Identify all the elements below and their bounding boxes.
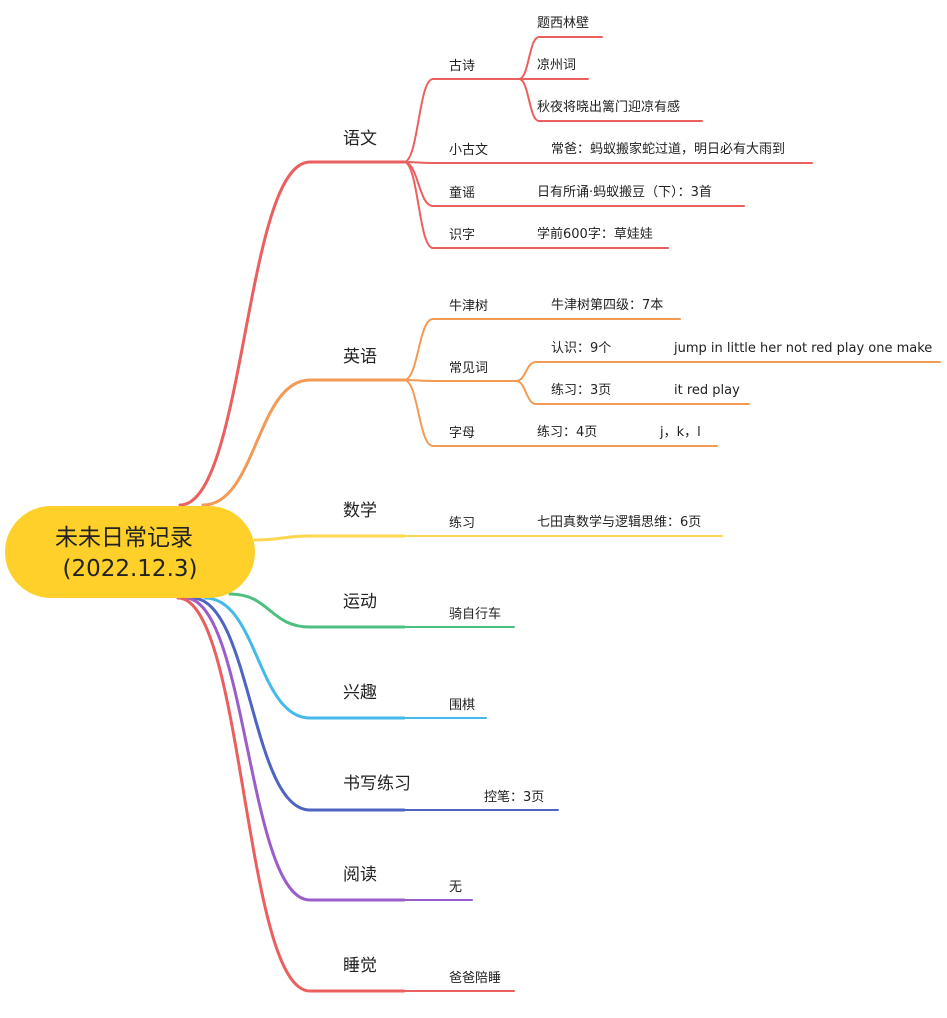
sight-words-known-list[interactable]: jump in little her not red play one make bbox=[673, 341, 932, 356]
branch-1-child-1-label[interactable]: 常见词 bbox=[449, 361, 488, 376]
branch-7-label[interactable]: 睡觉 bbox=[343, 956, 377, 976]
branch-5-child-0-label[interactable]: 控笔：3页 bbox=[484, 789, 544, 805]
branch-1-child-0-label[interactable]: 牛津树 bbox=[449, 299, 488, 314]
branch-4-child-0-label[interactable]: 围棋 bbox=[449, 698, 475, 713]
central-topic-title: 未未日常记录 bbox=[55, 525, 193, 551]
central-topic[interactable]: 未未日常记录 (2022.12.3) bbox=[5, 506, 255, 598]
branch-0-child-3-line bbox=[403, 161, 536, 249]
poem-qiuye[interactable]: 秋夜将晓出篱门迎凉有感 bbox=[537, 99, 680, 115]
sight-words-practice-list[interactable]: it red play bbox=[674, 383, 740, 398]
branch-0-child-1-label[interactable]: 小古文 bbox=[449, 143, 488, 158]
branch-0-child-0-line bbox=[403, 78, 520, 163]
branch-0-child-3-label[interactable]: 识字 bbox=[449, 228, 475, 243]
branch-7-child-0-label[interactable]: 爸爸陪睡 bbox=[449, 971, 501, 986]
poem-tixilinbi[interactable]: 题西林壁 bbox=[537, 16, 589, 31]
branch-1-label[interactable]: 英语 bbox=[343, 347, 377, 367]
branch-1-line bbox=[201, 378, 406, 507]
branch-6-child-0-label[interactable]: 无 bbox=[449, 880, 462, 895]
nursery-rhyme-content[interactable]: 日有所诵·蚂蚁搬豆（下）：3首 bbox=[537, 185, 712, 200]
branch-0-child-1-line bbox=[403, 161, 536, 164]
branch-1-child-2-label[interactable]: 字母 bbox=[449, 426, 475, 441]
oxford-tree-content[interactable]: 牛津树第四级：7本 bbox=[551, 298, 663, 313]
branch-1-child-1-line bbox=[403, 379, 517, 382]
branch-1-child-0-line bbox=[403, 318, 536, 381]
central-topic-date: (2022.12.3) bbox=[62, 556, 197, 582]
branch-3-child-0-label[interactable]: 骑自行车 bbox=[449, 606, 501, 622]
branch-1-child-2-line bbox=[403, 379, 536, 447]
sight-words-known-line bbox=[515, 361, 667, 382]
branch-7-line bbox=[176, 596, 406, 993]
letters-practice-list[interactable]: j，k，l bbox=[659, 425, 701, 440]
poem-tixilinbi-line bbox=[518, 36, 603, 80]
sight-words-known[interactable]: 认识：9个 bbox=[551, 341, 611, 356]
branch-5-line bbox=[190, 596, 406, 812]
branch-0-child-2-label[interactable]: 童谣 bbox=[449, 185, 475, 201]
poem-qiuye-line bbox=[518, 78, 703, 122]
connector-lines bbox=[176, 36, 941, 993]
math-content[interactable]: 七田真数学与逻辑思维：6页 bbox=[537, 514, 701, 530]
branch-2-label[interactable]: 数学 bbox=[343, 501, 377, 521]
branch-2-line bbox=[253, 534, 406, 542]
branch-6-label[interactable]: 阅读 bbox=[343, 865, 377, 885]
branch-4-label[interactable]: 兴趣 bbox=[343, 683, 377, 703]
branch-2-child-0-label[interactable]: 练习 bbox=[449, 516, 475, 531]
branch-3-line bbox=[228, 592, 406, 629]
branch-6-line bbox=[183, 596, 406, 902]
branch-0-line bbox=[178, 160, 406, 507]
sight-words-practice-line bbox=[515, 380, 667, 405]
letters-practice[interactable]: 练习：4页 bbox=[537, 425, 597, 440]
branch-4-line bbox=[203, 596, 406, 720]
classical-text-content[interactable]: 常爸：蚂蚁搬家蛇过道，明日必有大雨到 bbox=[551, 141, 785, 157]
central-topic-box[interactable] bbox=[5, 506, 255, 598]
branch-0-child-0-label[interactable]: 古诗 bbox=[449, 59, 475, 74]
literacy-content[interactable]: 学前600字：草娃娃 bbox=[537, 226, 653, 242]
poem-liangzhouci[interactable]: 凉州词 bbox=[537, 58, 576, 73]
sight-words-practice[interactable]: 练习：3页 bbox=[551, 383, 611, 398]
branch-0-label[interactable]: 语文 bbox=[343, 129, 377, 149]
branch-3-label[interactable]: 运动 bbox=[343, 592, 377, 612]
branch-5-label[interactable]: 书写练习 bbox=[343, 774, 411, 794]
